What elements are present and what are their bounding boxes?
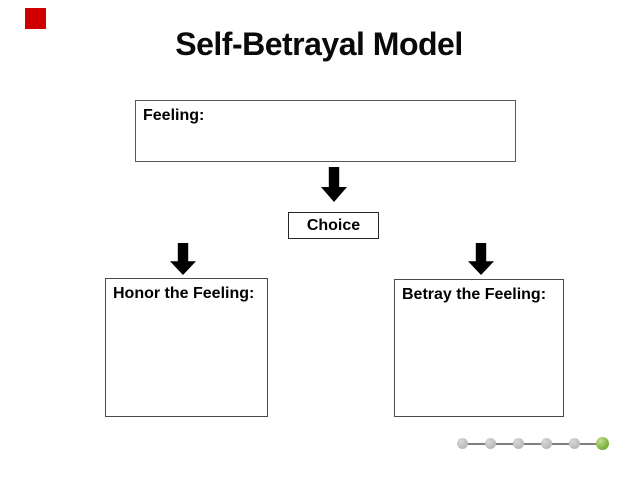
feeling-box-label: Feeling: [143,107,205,124]
betray-box: Betray the Feeling: [394,279,564,417]
progress-dot[interactable] [513,438,524,449]
feeling-box: Feeling: [135,100,516,162]
progress-dot[interactable] [541,438,552,449]
down-arrow-icon [321,167,347,202]
progress-dot[interactable] [457,438,468,449]
betray-box-label: Betray the Feeling: [402,286,547,303]
choice-box-label: Choice [306,216,361,234]
slide-progress-nav [455,432,615,456]
progress-dot-active[interactable] [596,437,609,450]
down-arrow-icon [170,243,196,275]
progress-dot[interactable] [569,438,580,449]
choice-box: Choice [288,212,379,239]
honor-box: Honor the Feeling: [105,278,268,417]
progress-line [463,443,603,445]
progress-dot[interactable] [485,438,496,449]
honor-box-label: Honor the Feeling: [113,285,255,302]
slide-title: Self-Betrayal Model [175,26,463,62]
down-arrow-icon [468,243,494,275]
red-marker [25,8,46,29]
